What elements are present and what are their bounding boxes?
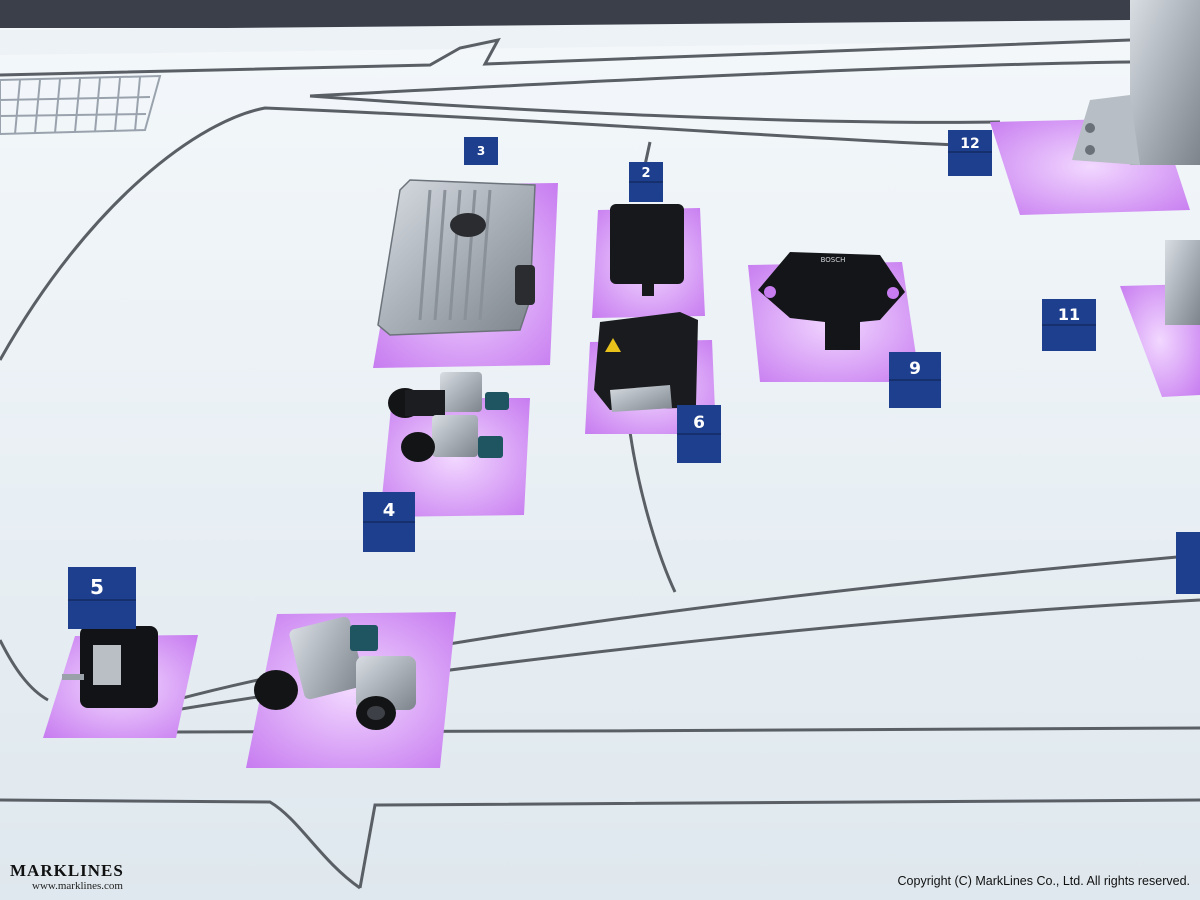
svg-text:5: 5 (90, 575, 104, 599)
black-module (610, 204, 684, 296)
copyright-notice: Copyright (C) MarkLines Co., Ltd. All ri… (897, 874, 1190, 888)
control-unit (377, 179, 536, 336)
radar-sensor (594, 312, 698, 412)
svg-text:2: 2 (641, 166, 650, 181)
svg-text:12: 12 (960, 136, 979, 152)
marker-5: 5 (68, 567, 136, 629)
marker-4: 4 (363, 492, 415, 552)
svg-text:11: 11 (1058, 305, 1080, 324)
logo-url: www.marklines.com (32, 880, 123, 892)
marker-12: 12 (948, 130, 992, 176)
marklines-logo: MARKLINES www.marklines.com (10, 861, 160, 893)
imu-brand-label: BOSCH (821, 256, 846, 264)
marker-partial-right (1176, 532, 1200, 594)
marker-6: 6 (677, 405, 721, 463)
imu-sensor: BOSCH (758, 252, 905, 350)
svg-text:3: 3 (477, 144, 485, 158)
logo-text: MARKLINES (10, 861, 124, 880)
svg-text:9: 9 (909, 359, 921, 379)
svg-text:4: 4 (383, 500, 396, 521)
marker-3: 3 (464, 137, 498, 165)
svg-text:6: 6 (693, 413, 705, 433)
twin-cameras (388, 372, 509, 462)
small-camera (62, 626, 158, 708)
marker-2: 2 (629, 162, 663, 202)
grille-pattern (0, 74, 162, 136)
marker-11: 11 (1042, 299, 1096, 351)
surround-cameras (254, 616, 416, 730)
marker-9: 9 (889, 352, 941, 408)
metal-stand (1072, 0, 1200, 325)
